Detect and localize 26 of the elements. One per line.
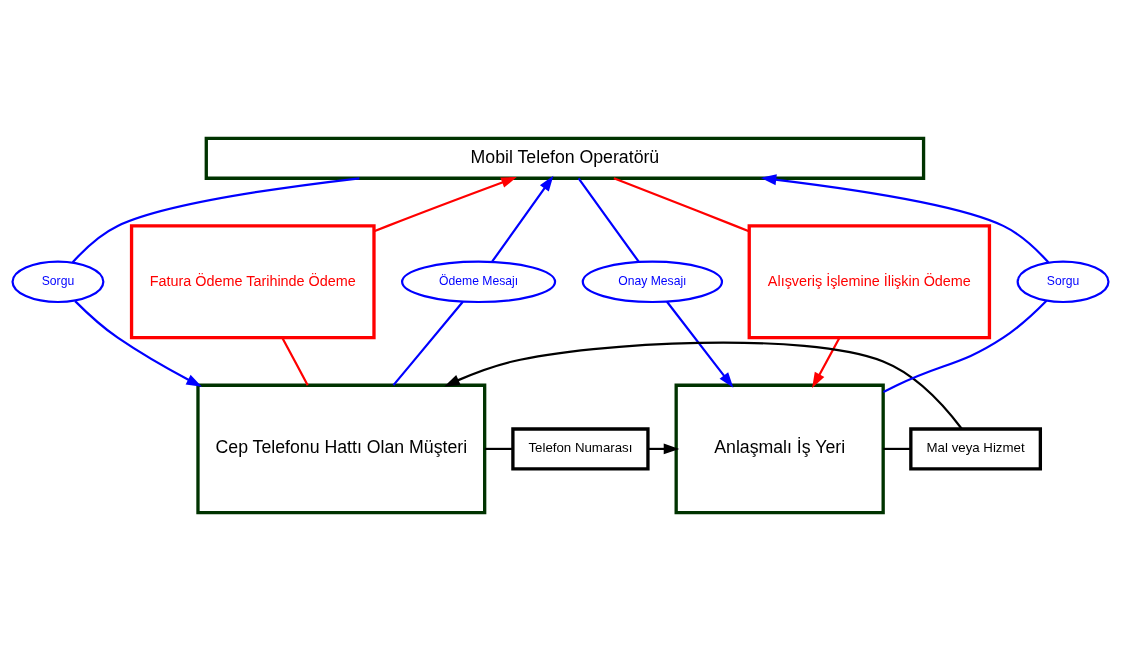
node-box: Mobil Telefon Operatörü <box>204 136 926 180</box>
arrow <box>74 300 202 387</box>
node-ellipse: Sorgu <box>1016 260 1110 304</box>
node-box: Telefon Numarası <box>511 427 650 471</box>
node-box: Alışveriş İşlemine İlişkin Ödeme <box>747 224 992 340</box>
connector <box>392 301 464 386</box>
connector <box>484 447 513 451</box>
connector <box>577 177 640 263</box>
arrow <box>812 337 841 389</box>
node-ellipse: Ödeme Mesajı <box>401 260 557 304</box>
node-box: Mal veya Hizmet <box>909 427 1042 471</box>
node-ellipse: Sorgu <box>11 260 105 304</box>
arrow <box>666 301 734 388</box>
arrow <box>760 174 1050 264</box>
arrow <box>491 175 554 263</box>
node-box: Cep Telefonu Hattı Olan Müşteri <box>196 383 487 515</box>
node-ellipse: Onay Mesajı <box>581 260 724 304</box>
connector <box>281 337 309 386</box>
connector <box>882 300 1048 393</box>
arrow <box>373 177 517 233</box>
node-box: Anlaşmalı İş Yeri <box>674 383 885 515</box>
node-box: Fatura Ödeme Tarihinde Ödeme <box>129 224 376 340</box>
arrow <box>444 341 963 430</box>
connector <box>71 177 360 264</box>
connector <box>613 177 750 233</box>
connector <box>883 447 911 451</box>
